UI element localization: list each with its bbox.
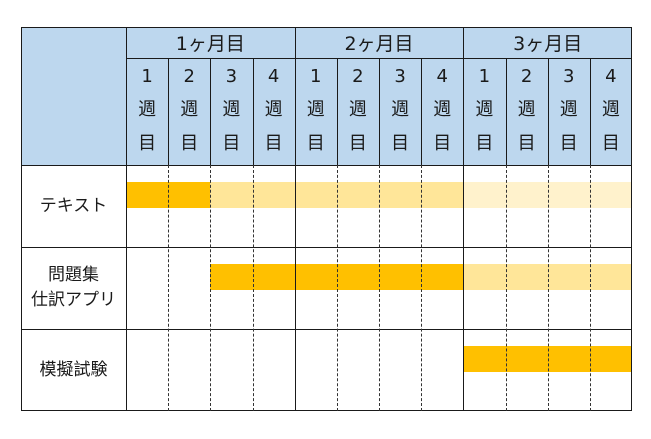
week-header: 3 週目 (548, 60, 590, 161)
week-number: 3 (394, 65, 406, 87)
week-number: 1 (310, 65, 322, 87)
week-number: 1 (478, 65, 491, 87)
grid-week-separator (589, 58, 591, 165)
week-number: 3 (563, 65, 575, 87)
week-header: 1 週目 (463, 60, 505, 161)
week-char: 目 (559, 133, 578, 155)
task-label-line: 問題集 (48, 265, 99, 286)
week-header: 1 週目 (295, 60, 337, 161)
week-char: 週 (601, 99, 620, 121)
week-header: 2 週目 (168, 60, 210, 161)
grid-week-separator (379, 58, 380, 165)
month-header: 2ヶ月目 (344, 33, 414, 55)
month-header: 3ヶ月目 (513, 33, 583, 55)
grid-row-divider (21, 329, 632, 330)
grid-week-dashed (547, 165, 549, 411)
grid-week-dashed (336, 165, 338, 411)
grid-border-top (21, 27, 632, 28)
week-number: 2 (520, 65, 533, 87)
week-header: 2 週目 (337, 60, 379, 161)
grid-week-separator (547, 58, 549, 165)
grid-week-dashed (379, 165, 380, 411)
grid-week-separator (252, 58, 254, 165)
grid-month-separator (294, 27, 296, 411)
task-label-line: 仕訳アプリ (31, 290, 116, 310)
task-label: 問題集仕訳アプリ (21, 247, 126, 329)
week-char: 週 (264, 99, 283, 121)
week-number: 4 (436, 65, 448, 87)
week-char: 週 (433, 99, 452, 121)
task-label: テキスト (21, 165, 126, 247)
week-number: 4 (267, 65, 280, 87)
task-label-line: 模擬試験 (39, 359, 108, 380)
grid-week-dashed (252, 165, 254, 411)
grid-border-right (631, 27, 632, 411)
week-char: 目 (180, 133, 199, 155)
week-header: 3 週目 (210, 60, 252, 161)
grid-week-dashed (168, 165, 170, 411)
week-header: 4 週目 (421, 60, 463, 161)
week-number: 2 (183, 65, 195, 87)
grid-week-separator (210, 58, 212, 165)
week-char: 目 (264, 133, 283, 155)
week-number: 1 (141, 65, 153, 87)
week-char: 目 (348, 133, 367, 155)
week-number: 4 (605, 65, 617, 87)
week-char: 週 (391, 99, 410, 121)
grid-week-dashed (505, 165, 507, 411)
week-number: 3 (225, 65, 238, 87)
week-char: 週 (222, 99, 241, 121)
week-char: 週 (138, 99, 157, 121)
week-char: 目 (517, 133, 536, 155)
grid-month-separator (463, 27, 465, 411)
week-char: 週 (475, 99, 494, 121)
task-label-line: テキスト (39, 195, 108, 216)
week-header: 1 週目 (126, 60, 168, 161)
week-char: 週 (348, 99, 367, 121)
week-char: 週 (517, 99, 536, 121)
grid-border-left (21, 27, 22, 411)
grid-week-dashed (589, 165, 591, 411)
grid-week-separator (421, 58, 423, 165)
grid-week-dashed (421, 165, 423, 411)
grid-week-separator (336, 58, 338, 165)
grid-label-divider (126, 27, 127, 411)
week-char: 週 (306, 99, 325, 121)
week-char: 目 (306, 133, 325, 155)
week-char: 目 (475, 133, 494, 155)
week-char: 目 (138, 133, 157, 155)
grid-week-separator (505, 58, 507, 165)
week-header: 2 週目 (506, 60, 548, 161)
grid-week-separator (168, 58, 170, 165)
week-number: 2 (352, 65, 364, 87)
month-header: 1ヶ月目 (175, 33, 245, 55)
week-header: 4 週目 (590, 60, 632, 161)
header-background (21, 27, 632, 165)
week-char: 週 (180, 99, 199, 121)
grid-header-divider (21, 165, 632, 166)
week-char: 目 (601, 133, 620, 155)
week-char: 目 (433, 133, 452, 155)
week-char: 週 (559, 99, 578, 121)
task-label: 模擬試験 (21, 329, 126, 411)
week-char: 目 (222, 133, 241, 155)
grid-border-bottom (21, 410, 632, 411)
grid-row-divider (21, 247, 632, 248)
week-header: 3 週目 (379, 60, 421, 161)
grid-week-dashed (210, 165, 212, 411)
week-char: 目 (391, 133, 410, 155)
week-header: 4 週目 (253, 60, 295, 161)
